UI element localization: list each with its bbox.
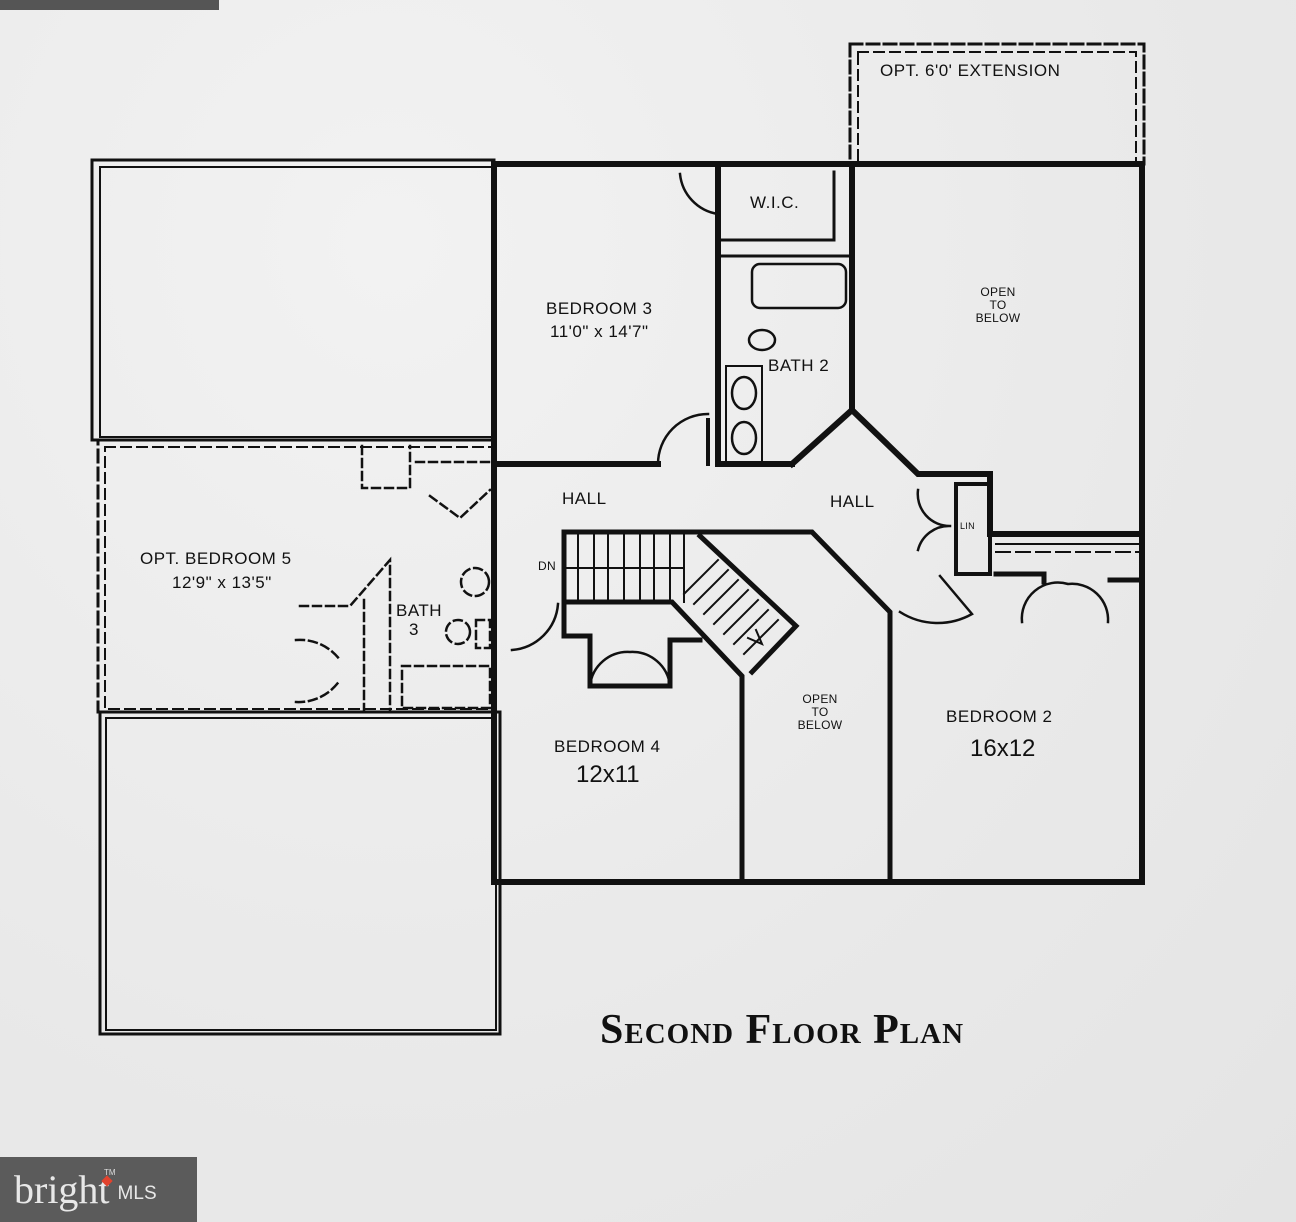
top-bar <box>0 0 219 10</box>
bedroom2-dims: 16x12 <box>970 735 1036 762</box>
opt-bedroom5-name: OPT. BEDROOM 5 <box>140 549 292 568</box>
linen-label: LIN <box>960 521 975 531</box>
bedroom2-name: BEDROOM 2 <box>946 707 1053 726</box>
hall-left-label: HALL <box>562 489 607 508</box>
wic-label: W.I.C. <box>750 193 800 212</box>
extension-label: OPT. 6'0' EXTENSION <box>880 61 1061 80</box>
brand-suffix: MLS <box>117 1182 157 1204</box>
plan-title: Second Floor Plan <box>600 1007 965 1053</box>
hall-right-label: HALL <box>830 492 875 511</box>
bedroom3-dims: 11'0" x 14'7" <box>550 322 649 341</box>
bedroom4-name: BEDROOM 4 <box>554 737 661 756</box>
opt-bedroom5-dims: 12'9" x 13'5" <box>172 573 272 592</box>
bath3-label: BATH 3 <box>396 601 443 639</box>
bath2-label: BATH 2 <box>768 356 830 375</box>
bedroom4-dims: 12x11 <box>576 761 640 788</box>
open-to-below-lower: OPEN TO BELOW <box>797 692 843 733</box>
open-to-below-upper: OPEN TO BELOW <box>975 285 1021 326</box>
stairs-down-label: DN <box>538 559 556 573</box>
bedroom3-name: BEDROOM 3 <box>546 299 653 318</box>
